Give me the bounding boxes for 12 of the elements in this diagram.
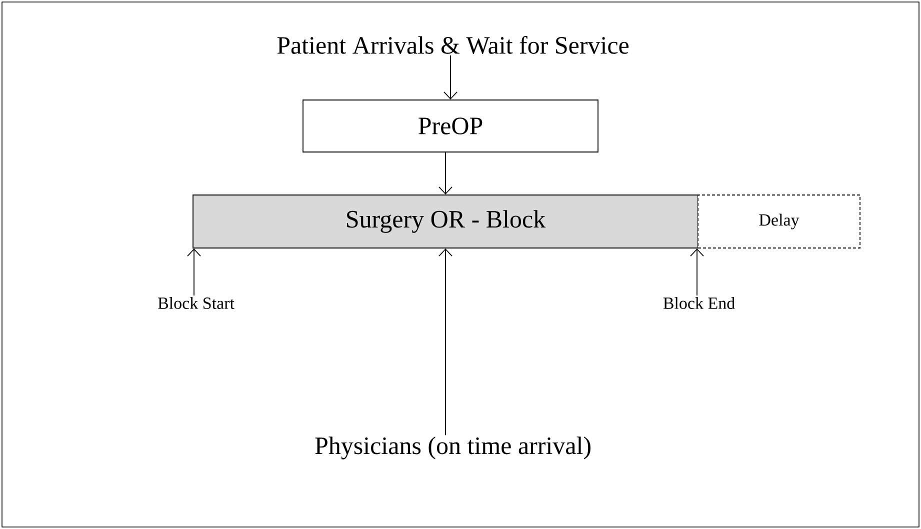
process-box: PreOP (302, 100, 598, 152)
marker-label: Block End (663, 297, 735, 309)
arrow (444, 54, 458, 100)
arrow (187, 248, 201, 296)
flow-label: Patient Arrivals & Wait for Service (277, 36, 629, 54)
arrow (438, 248, 452, 436)
flow-label: Physicians (on time arrival) (315, 436, 590, 460)
delay-box: Delay (698, 194, 860, 248)
process-box: Surgery OR - Block (192, 194, 698, 248)
marker-label: Block Start (158, 297, 234, 309)
arrow (438, 152, 452, 195)
arrow (690, 248, 704, 296)
